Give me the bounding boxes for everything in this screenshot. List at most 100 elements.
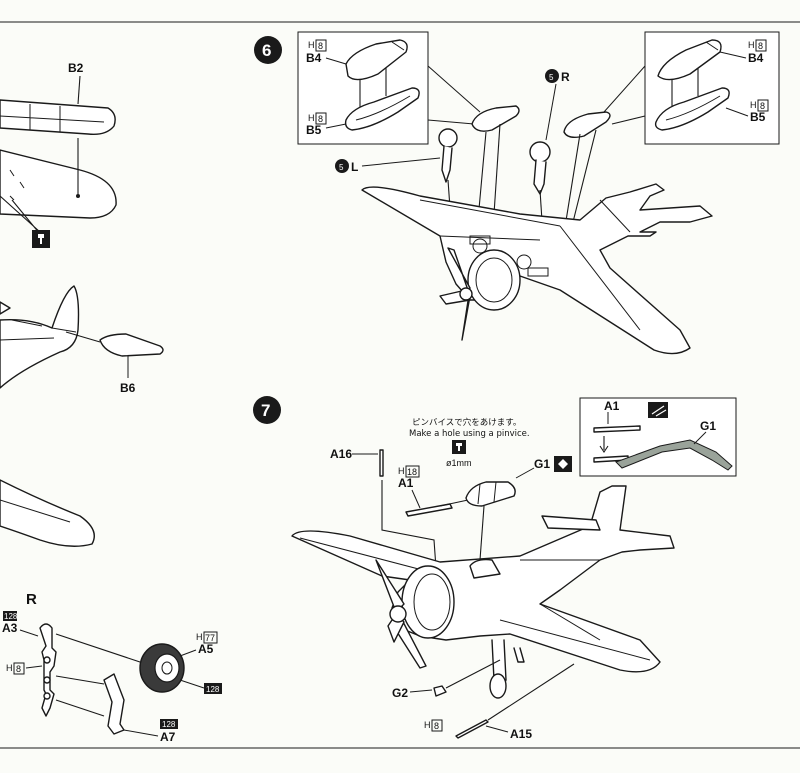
step7-inset-a1-part [593,425,641,433]
g2-arrow [445,659,501,689]
step-6: 6 H 8 B4 H 8 B5 H 8 [254,31,780,355]
a16-arrow [381,480,437,569]
a1-paint-box [405,465,420,478]
a1-arrow [439,499,469,507]
b6-label: B6 [120,381,136,395]
ref-5l-number: 5 [339,163,344,172]
leg-left-strut [441,145,453,183]
a1-label: A1 [398,476,414,490]
a3-color-code-box [3,611,17,621]
tire-color-code-box [204,683,222,694]
fuselage-half-drawing [0,149,117,219]
a3-color-code: 128 [4,612,18,621]
wing-panel-detail [0,104,105,132]
h8-box [13,662,25,675]
a15-leader [485,725,509,733]
step-7-inset: A1 G1 [579,397,737,477]
left-column-wing-tip [0,479,95,547]
inset-left-b4-drop-tank [345,39,408,81]
b2-label: B2 [68,61,84,75]
step7-inset-paint-glyph [651,405,667,417]
g2-label: G2 [392,686,408,700]
r-heading: R [26,591,37,608]
inset-right-paint-num-2: 8 [760,101,765,111]
inset-left-paint-code: H [308,40,315,50]
aircraft-step7-main-wheel [489,673,507,699]
a15-label: A15 [510,727,532,741]
wheel-arrow [55,633,147,665]
g1-arrow [479,505,485,561]
a3-label: A3 [2,621,18,635]
a15-part [455,719,489,739]
strut-joint-1 [43,656,51,664]
a15-paint-num: 8 [434,721,439,731]
strut-joint-2 [43,676,51,684]
ref-5l-badge [335,159,349,173]
inset-left-b5-rack [344,87,420,131]
inset-left-paint-box-2 [315,112,327,125]
ref-5r-letter: R [561,70,570,84]
drop-tank-right [563,111,611,139]
inset-left-callout-1 [427,65,481,113]
inset-left-paint-num-2: 8 [318,114,323,124]
elevator-edge [0,301,11,315]
g1-canopy-frames [477,481,497,505]
h8-num: 8 [16,664,21,674]
step7-inset-g1-leader [693,431,707,445]
inset-right-b5-label: B5 [750,110,766,124]
b6-arrow [65,331,101,343]
a5-leader [179,649,197,657]
landing-gear-subassembly: R 128 A3 H 8 H 77 A5 128 128 A7 [2,591,222,744]
leg-left-wheel [438,128,458,148]
wing-tip-detail [0,499,71,523]
left-column-wing-step: B2 [0,61,117,248]
inset-left-b5-detail [355,95,411,121]
pinvice-note-jp: ピンバイスで穴をあけます。 [412,417,521,428]
aircraft-step7-cowling [401,565,455,639]
inset-right-b5-rack [654,87,730,131]
inset-left-b4-leader [325,57,347,65]
a7-leader [123,729,159,737]
inset-left-paint-code-2: H [308,113,315,123]
a1-gunsight-part [405,503,453,517]
step-7-badge [253,396,281,424]
inset-right-b5-detail [665,95,721,121]
inset-right-paint-code: H [748,40,755,50]
a5-hub-center [161,661,173,675]
leg-right-wheel [529,141,551,163]
pinvice-note-en: Make a hole using a pinvice. [409,429,530,439]
inset-left-callout-2 [427,119,475,125]
drill-arrows [0,195,41,235]
g2-leader [409,689,433,693]
ref-5r-badge [545,69,559,83]
ref-5l-leader [361,157,441,167]
inset-right-paint-box [755,39,767,52]
g1-leader [515,467,535,479]
a1-paint-code: H [398,466,405,476]
tail-fin-drawing [0,285,80,389]
door-arrow-2 [55,699,105,717]
aircraft-step6-gear-bay-left [469,235,491,245]
step-6-number: 6 [262,41,271,60]
a7-color-code: 128 [162,720,176,729]
inset-left-b5-leader [325,123,347,129]
b6-part-drawing [99,333,164,357]
inset-right-b5-leader [725,107,749,117]
h8-leader [25,665,43,669]
door-arrow-1 [55,675,105,685]
inset-left-paint-num: 8 [318,41,323,51]
aircraft-step7-airframe [291,485,675,673]
a15-paint-box [431,719,443,732]
g1-label: G1 [534,457,550,471]
a5-paint-code: H [196,632,203,642]
a15-paint-code: H [424,720,431,730]
g1-clear-part-glyph [558,459,568,469]
a15-arrow [487,663,575,721]
b2-leader [77,75,81,105]
tire-color-code: 128 [206,685,220,694]
drill-icon-glyph [38,234,44,244]
aircraft-step6-cowling-ring [475,257,513,303]
inset-right-b4-leader [719,51,747,59]
a7-gear-door [103,673,125,735]
inset-right-callout-2 [611,115,646,125]
